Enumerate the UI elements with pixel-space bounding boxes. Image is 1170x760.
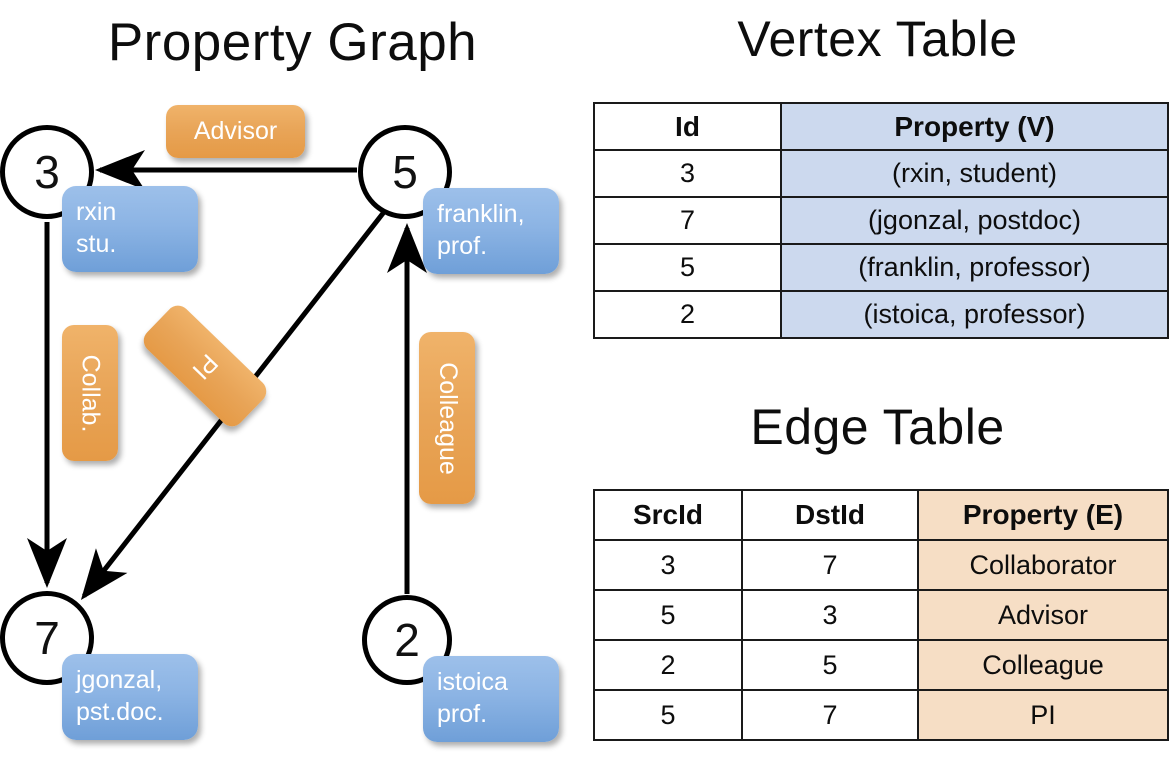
edge-cell-property: Advisor <box>917 589 1169 641</box>
table-row[interactable]: 5 3 Advisor <box>593 589 1169 641</box>
edge-cell-property: Colleague <box>917 639 1169 691</box>
vertex-cell-id: 7 <box>593 196 782 245</box>
edge-label-colleague-text: Colleague <box>433 361 462 475</box>
vertex-cell-property: (jgonzal, postdoc) <box>780 196 1169 245</box>
edge-label-colleague[interactable]: Colleague <box>419 332 475 504</box>
table-row[interactable]: 7 (jgonzal, postdoc) <box>593 196 1169 245</box>
edge-table-header-row: SrcId DstId Property (E) <box>593 489 1169 541</box>
node-property-box-rxin[interactable]: rxin stu. <box>62 186 198 272</box>
edge-cell-srcid: 3 <box>593 539 743 591</box>
edge-label-advisor-text: Advisor <box>193 117 278 145</box>
vertex-cell-property: (franklin, professor) <box>780 243 1169 292</box>
node-property-box-jgonzal[interactable]: jgonzal, pst.doc. <box>62 654 198 740</box>
edge-label-pi-text: PI <box>187 348 224 385</box>
table-row[interactable]: 3 (rxin, student) <box>593 149 1169 198</box>
node-property-jgonzal-line2: pst.doc. <box>76 698 164 726</box>
graph-node-5[interactable]: 5 <box>358 125 452 219</box>
node-property-franklin-line2: prof. <box>437 232 488 260</box>
vertex-table-header-id: Id <box>593 102 782 151</box>
node-property-jgonzal-line1: jgonzal, <box>76 666 163 694</box>
edge-cell-dstid: 7 <box>741 689 919 741</box>
edge-table: SrcId DstId Property (E) 3 7 Collaborato… <box>593 489 1169 741</box>
page-title-edge-table: Edge Table <box>750 399 1005 455</box>
node-property-box-franklin[interactable]: franklin, prof. <box>423 188 559 274</box>
vertex-cell-id: 3 <box>593 149 782 198</box>
edge-cell-srcid: 2 <box>593 639 743 691</box>
graph-node-2-label: 2 <box>394 614 420 666</box>
graph-node-7-label: 7 <box>34 612 60 664</box>
node-property-istoica-line1: istoica <box>437 668 508 696</box>
page-title-property-graph: Property Graph <box>107 13 478 72</box>
table-row[interactable]: 5 (franklin, professor) <box>593 243 1169 292</box>
graph-node-3-label: 3 <box>34 146 60 198</box>
edge-cell-srcid: 5 <box>593 689 743 741</box>
page-title-vertex-table: Vertex Table <box>737 11 1018 67</box>
edge-cell-property: PI <box>917 689 1169 741</box>
node-property-rxin-line2: stu. <box>76 230 117 258</box>
vertex-cell-id: 5 <box>593 243 782 292</box>
edge-cell-dstid: 7 <box>741 539 919 591</box>
edge-table-header-property: Property (E) <box>917 489 1169 541</box>
table-row[interactable]: 5 7 PI <box>593 689 1169 741</box>
vertex-cell-property: (rxin, student) <box>780 149 1169 198</box>
edge-table-header-srcid: SrcId <box>593 489 743 541</box>
vertex-table-header-row: Id Property (V) <box>593 102 1169 151</box>
graph-node-2[interactable]: 2 <box>362 595 452 685</box>
edge-cell-dstid: 3 <box>741 589 919 641</box>
edge-cell-dstid: 5 <box>741 639 919 691</box>
graph-node-5-label: 5 <box>392 146 418 198</box>
table-row[interactable]: 2 5 Colleague <box>593 639 1169 691</box>
edge-cell-property: Collaborator <box>917 539 1169 591</box>
edge-label-advisor[interactable]: Advisor <box>166 105 305 158</box>
edge-label-collab-text: Collab. <box>76 354 105 432</box>
vertex-table: Id Property (V) 3 (rxin, student) 7 (jgo… <box>593 102 1169 339</box>
node-property-istoica-line2: prof. <box>437 700 488 728</box>
node-property-rxin-line1: rxin <box>76 198 117 226</box>
node-property-box-istoica[interactable]: istoica prof. <box>423 656 559 742</box>
vertex-table-header-property: Property (V) <box>780 102 1169 151</box>
edge-table-header-dstid: DstId <box>741 489 919 541</box>
edge-cell-srcid: 5 <box>593 589 743 641</box>
table-row[interactable]: 2 (istoica, professor) <box>593 290 1169 339</box>
vertex-cell-property: (istoica, professor) <box>780 290 1169 339</box>
vertex-cell-id: 2 <box>593 290 782 339</box>
property-graph-diagram: 3 5 7 2 rxin stu. franklin, prof. jgonza… <box>0 105 559 742</box>
node-property-franklin-line1: franklin, <box>437 200 525 228</box>
edge-label-collab[interactable]: Collab. <box>62 325 118 461</box>
table-row[interactable]: 3 7 Collaborator <box>593 539 1169 591</box>
